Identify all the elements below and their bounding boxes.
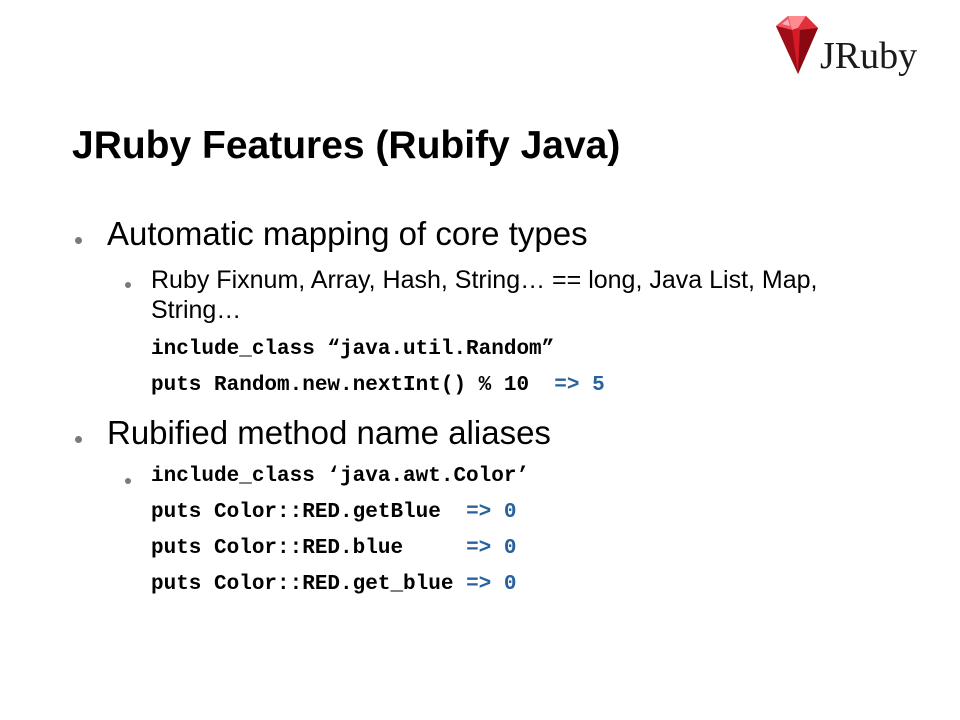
- section-heading: Automatic mapping of core types: [107, 215, 588, 252]
- code-text: include_class “java.util.Random”: [151, 338, 555, 361]
- code-result: => 0: [466, 501, 517, 524]
- bullet-dot: [125, 282, 131, 288]
- bullet-dot: [75, 237, 82, 244]
- code-text: puts Color::RED.blue: [151, 537, 467, 560]
- code-line: puts Random.new.nextInt() % 10 => 5: [151, 374, 605, 397]
- code-result: => 0: [466, 537, 517, 560]
- code-line: puts Color::RED.getBlue => 0: [151, 501, 516, 524]
- code-text: puts Random.new.nextInt() % 10: [151, 374, 555, 397]
- bullet-dot: [125, 478, 131, 484]
- logo-text: JRuby: [820, 35, 918, 77]
- bullet-dot: [75, 436, 82, 443]
- code-text: puts Color::RED.getBlue: [151, 501, 467, 524]
- code-text: include_class ‘java.awt.Color’: [151, 465, 530, 488]
- code-line: include_class ‘java.awt.Color’: [151, 465, 529, 488]
- code-line: puts Color::RED.blue => 0: [151, 537, 516, 560]
- code-line: include_class “java.util.Random”: [151, 338, 554, 361]
- slide-title: JRuby Features (Rubify Java): [72, 124, 621, 167]
- code-result: => 5: [554, 374, 605, 397]
- section-subpoint: Ruby Fixnum, Array, Hash, String… == lon…: [151, 266, 818, 324]
- section-heading: Rubified method name aliases: [107, 414, 551, 451]
- jruby-logo: JRuby: [770, 12, 920, 82]
- ruby-gem-icon: [776, 16, 818, 74]
- code-line: puts Color::RED.get_blue => 0: [151, 573, 516, 596]
- code-text: puts Color::RED.get_blue: [151, 573, 467, 596]
- code-result: => 0: [466, 573, 517, 596]
